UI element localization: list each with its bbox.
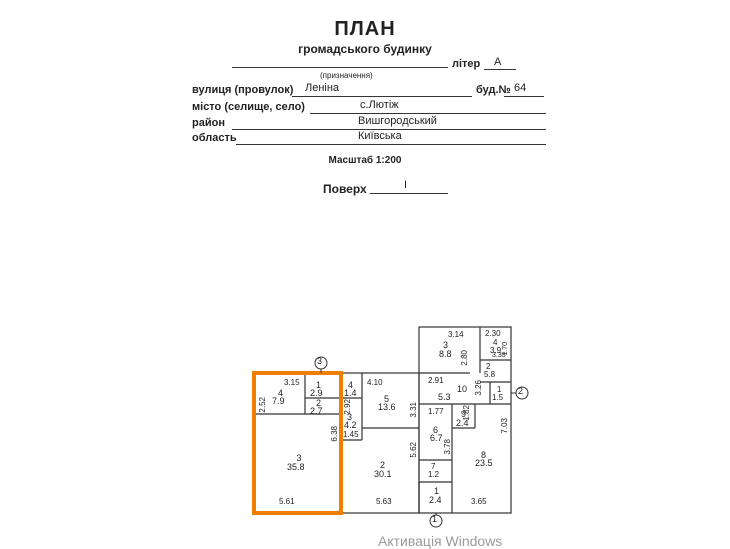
district-label: район: [192, 117, 225, 129]
dimension-label: 3.15: [284, 378, 300, 387]
city-line: [310, 113, 546, 114]
room-number: 1: [434, 486, 440, 496]
dimension-label: 2.92: [343, 399, 352, 415]
room-number: 2: [380, 460, 386, 470]
axis-marker-3: 3: [317, 356, 323, 366]
room-number: 3: [443, 340, 449, 350]
dimension-label: 3.78: [443, 439, 452, 455]
room-area: 4.2: [344, 420, 357, 430]
room-area: 5.8: [484, 370, 496, 379]
room-number: 2: [486, 362, 491, 371]
building-line: [504, 96, 544, 97]
dimension-label: 5.63: [376, 497, 392, 506]
dimension-label: 4.10: [367, 378, 383, 387]
dimension-label: 3.65: [471, 497, 487, 506]
room-number: 1: [497, 385, 502, 394]
dimension-label: 6.38: [330, 426, 339, 442]
room-area: 1.2: [428, 470, 440, 479]
room-number: 10: [457, 384, 468, 394]
axis-marker-1: 1: [432, 514, 438, 524]
building-label: буд.№: [476, 84, 511, 96]
room-area: 2.4: [429, 495, 442, 505]
street-line: [292, 96, 472, 97]
liter-line: [484, 69, 516, 70]
room-area: 6.7: [430, 433, 443, 443]
room-number: 1: [316, 380, 322, 390]
district-line: [232, 129, 546, 130]
floor-label: Поверх: [323, 182, 367, 196]
dimension-label: 3.14: [448, 330, 464, 339]
dimension-label: 1.77: [428, 407, 444, 416]
room-area: 2.9: [310, 388, 323, 398]
room-area: 30.1: [374, 469, 392, 479]
dimension-label: 1.82: [462, 405, 471, 421]
street-value: Леніна: [305, 82, 340, 94]
room-area: 8.8: [439, 349, 452, 359]
room-number: 4: [348, 380, 354, 390]
room-number: 5: [384, 394, 390, 404]
room-number: 3: [347, 412, 353, 422]
dimension-label: 7.03: [500, 418, 509, 434]
liter-value: А: [494, 56, 502, 68]
room-number: 8: [481, 450, 487, 460]
dimension-label: 2.52: [258, 397, 267, 413]
document-subtitle: громадського будинку: [298, 42, 432, 56]
floor-line: [370, 193, 448, 194]
floor-value: I: [404, 179, 408, 191]
room-number: 7: [431, 462, 436, 471]
dimension-label: 2.91: [428, 376, 444, 385]
room-number: 9: [461, 409, 467, 419]
room-area: 2.4: [456, 418, 469, 428]
room-area: 35.8: [287, 462, 305, 472]
dimension-label: 2.30: [485, 329, 501, 338]
room-area: 1.4: [344, 388, 357, 398]
room-number: 4: [493, 338, 498, 347]
room-area: 7.9: [272, 396, 285, 406]
region-line: [236, 144, 546, 145]
scale-label: Масштаб 1:200: [328, 155, 402, 166]
region-label: область: [192, 132, 237, 144]
room-area: 5.3: [438, 392, 451, 402]
street-label: вулиця (провулок): [192, 84, 294, 96]
city-label: місто (селище, село): [192, 101, 305, 113]
dimension-label: 2.80: [460, 350, 469, 366]
room-number: 4: [278, 388, 284, 398]
building-value: 64: [514, 82, 527, 94]
dimension-label: 1.45: [343, 430, 359, 439]
dimension-label: 3.31: [409, 402, 418, 418]
dimension-label: 5.61: [279, 497, 295, 506]
room-area: 2.7: [310, 406, 323, 416]
windows-activation-watermark: Активація Windows: [378, 533, 503, 549]
document-title: ПЛАН: [334, 18, 396, 40]
room-number: 3: [296, 453, 302, 463]
dimension-label: 3.33: [492, 352, 506, 359]
room-number: 6: [433, 425, 439, 435]
dimension-label: 3.26: [474, 380, 483, 396]
room-area: 3.9: [490, 346, 502, 355]
purpose-line: [232, 67, 448, 68]
purpose-caption: (призначення): [320, 71, 373, 80]
highlighted-room-outline: [252, 371, 343, 515]
dimension-label: 5.62: [409, 442, 418, 458]
room-number: 2: [316, 398, 322, 408]
room-area: 23.5: [475, 458, 493, 468]
district-value: Вишгородський: [358, 115, 437, 127]
axis-marker-2: 2: [518, 386, 524, 396]
liter-label: літер: [452, 58, 481, 70]
region-value: Київська: [358, 130, 402, 142]
city-value: с.Лютіж: [360, 99, 399, 111]
room-area: 13.6: [378, 402, 396, 412]
room-area: 1.5: [492, 393, 504, 402]
